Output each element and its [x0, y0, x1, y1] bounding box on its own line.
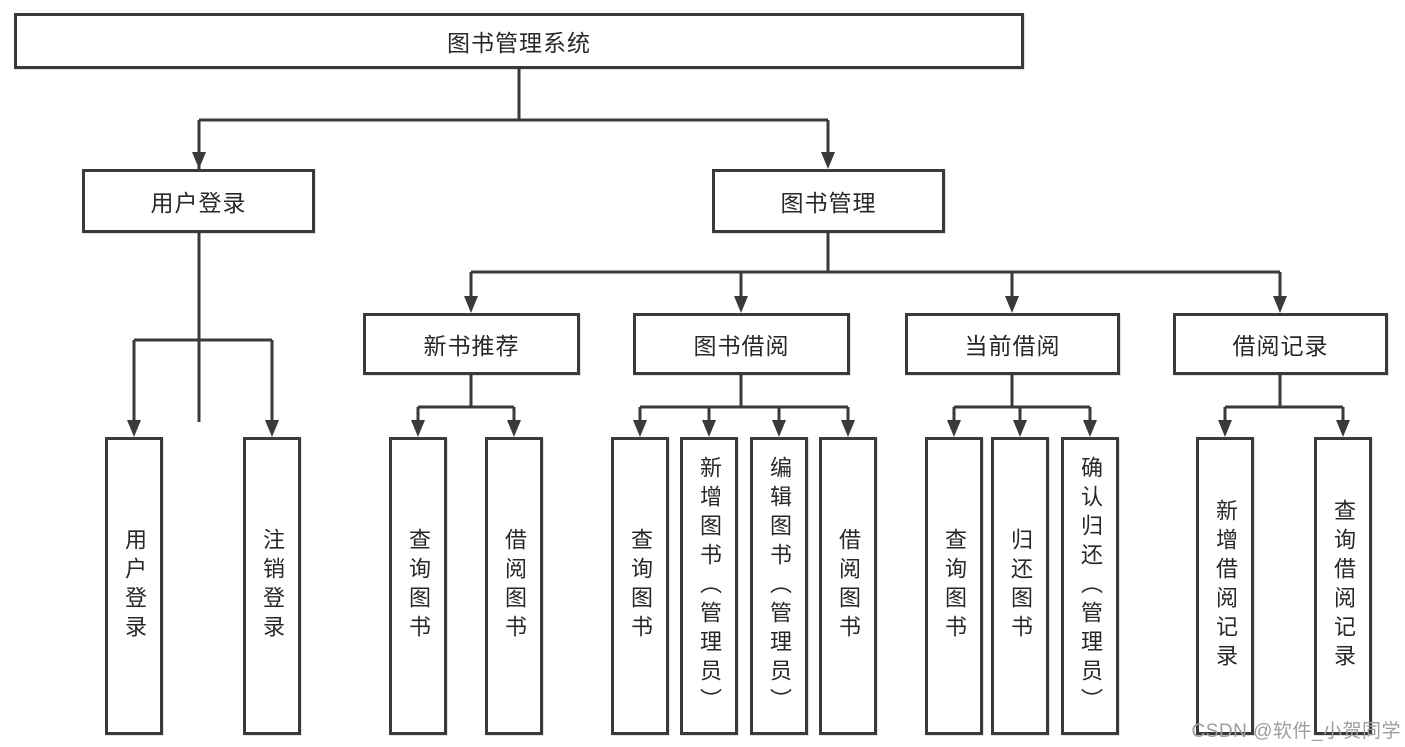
- leaf-add-books-admin: 新增图书（管理员）: [680, 437, 738, 735]
- node-new-book-recommendation: 新书推荐: [363, 313, 580, 375]
- leaf-edit-books-admin: 编辑图书（管理员）: [750, 437, 808, 735]
- csdn-watermark: CSDN @软件_小贺同学: [1191, 721, 1401, 742]
- leaf-borrow-books-recommend: 借阅图书: [485, 437, 543, 735]
- leaf-confirm-return-admin: 确认归还（管理员）: [1061, 437, 1119, 735]
- leaf-logout: 注销登录: [243, 437, 301, 735]
- node-current-borrowing: 当前借阅: [905, 313, 1120, 375]
- node-borrowing-records: 借阅记录: [1173, 313, 1388, 375]
- node-user-login-branch: 用户登录: [82, 169, 315, 233]
- leaf-query-books-current: 查询图书: [925, 437, 983, 735]
- node-root-system: 图书管理系统: [14, 13, 1024, 69]
- node-book-borrowing: 图书借阅: [633, 313, 850, 375]
- leaf-add-borrow-record: 新增借阅记录: [1196, 437, 1254, 735]
- leaf-return-books: 归还图书: [991, 437, 1049, 735]
- arrowhead-group: [127, 152, 1350, 437]
- leaf-user-login: 用户登录: [105, 437, 163, 735]
- leaf-borrow-books: 借阅图书: [819, 437, 877, 735]
- node-book-management-branch: 图书管理: [712, 169, 945, 233]
- leaf-query-borrow-record: 查询借阅记录: [1314, 437, 1372, 735]
- leaf-query-books-borrow: 查询图书: [611, 437, 669, 735]
- leaf-query-books-recommend: 查询图书: [389, 437, 447, 735]
